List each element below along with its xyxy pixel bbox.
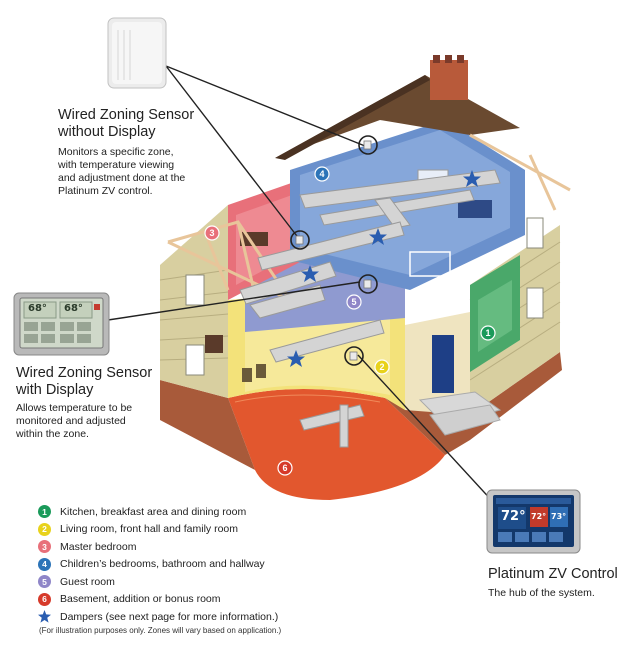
zone-6-badge: 6 [38, 592, 51, 606]
callout-lines [107, 65, 507, 517]
sensor-no-display-title: Wired Zoning Sensor without Display [58, 107, 195, 140]
zone-2-badge: 2 [38, 522, 51, 536]
damper-stars [287, 170, 481, 367]
star-icon [38, 610, 51, 623]
sensor-display-readout-2: 68° [64, 303, 83, 314]
zone-5-badge: 5 [38, 575, 51, 589]
platinum-readout-heat: 72° [531, 512, 547, 521]
zone-markers: 1 2 3 4 5 6 [204, 166, 496, 476]
zone-4-marker-label: 4 [319, 169, 324, 179]
legend-item-zone-1: 1 Kitchen, breakfast area and dining roo… [38, 503, 338, 521]
legend-label: Basement, addition or bonus room [60, 593, 221, 606]
legend-label: Kitchen, breakfast area and dining room [60, 505, 247, 518]
platinum-title: Platinum ZV Control [488, 566, 618, 582]
picture-frame-1 [242, 368, 252, 382]
window-left-lower [185, 344, 205, 376]
sensor-display-title: Wired Zoning Sensor with Display [16, 365, 153, 398]
legend-label: Dampers (see next page for more informat… [60, 610, 279, 623]
zone-6-marker [277, 460, 293, 476]
legend-item-zone-3: 3 Master bedroom [38, 538, 338, 556]
zone-3-marker [204, 225, 220, 241]
sensor-display-description: Allows temperature to be monitored and a… [16, 402, 133, 440]
zone-4-badge: 4 [38, 557, 51, 571]
window-left-upper [185, 274, 205, 306]
zone-3-badge: 3 [38, 540, 51, 554]
zone-5-marker [346, 294, 362, 310]
sensor-display-readout-1: 68° [28, 303, 47, 314]
footnote: (For illustration purposes only. Zones w… [39, 626, 282, 635]
legend-label: Master bedroom [60, 540, 137, 553]
fireplace [205, 335, 223, 353]
children-bed [458, 200, 492, 218]
ductwork [239, 169, 501, 448]
platinum-readout-cool: 73° [551, 512, 567, 521]
sensor-no-display-description: Monitors a specific zone, with temperatu… [58, 146, 186, 197]
zone-3-marker-label: 3 [209, 228, 214, 238]
legend-item-dampers: Dampers (see next page for more informat… [38, 608, 338, 626]
legend-item-zone-2: 2 Living room, front hall and family roo… [38, 521, 338, 539]
picture-frame-2 [256, 364, 266, 378]
legend-label: Children’s bedrooms, bathroom and hallwa… [60, 558, 265, 571]
zone-4-marker [314, 166, 330, 182]
front-door [432, 335, 454, 393]
sensor-location-rings [290, 135, 378, 366]
sensor-display-device [13, 292, 110, 356]
chimney [430, 60, 468, 100]
zone-2-marker [374, 359, 390, 375]
window-right-upper [526, 217, 544, 249]
platinum-readout-main: 72° [501, 509, 526, 524]
zone-1-badge: 1 [38, 505, 51, 519]
platinum-control-device [486, 489, 581, 554]
zone-5-marker-label: 5 [351, 297, 356, 307]
sensor-no-display-device [107, 17, 167, 89]
window-right-mid [526, 287, 544, 319]
legend-label: Guest room [60, 575, 115, 588]
zone-legend: 1 Kitchen, breakfast area and dining roo… [38, 503, 338, 626]
zone-1-marker [480, 325, 496, 341]
legend-item-zone-6: 6 Basement, addition or bonus room [38, 591, 338, 609]
zone-6-marker-label: 6 [282, 463, 287, 473]
legend-item-zone-5: 5 Guest room [38, 573, 338, 591]
zone-1-marker-label: 1 [485, 328, 490, 338]
platinum-description: The hub of the system. [488, 587, 595, 599]
legend-item-zone-4: 4 Children’s bedrooms, bathroom and hall… [38, 556, 338, 574]
legend-label: Living room, front hall and family room [60, 523, 238, 536]
zone-2-marker-label: 2 [379, 362, 384, 372]
foundation-wall-left [160, 380, 255, 470]
stair-rail [409, 251, 451, 277]
